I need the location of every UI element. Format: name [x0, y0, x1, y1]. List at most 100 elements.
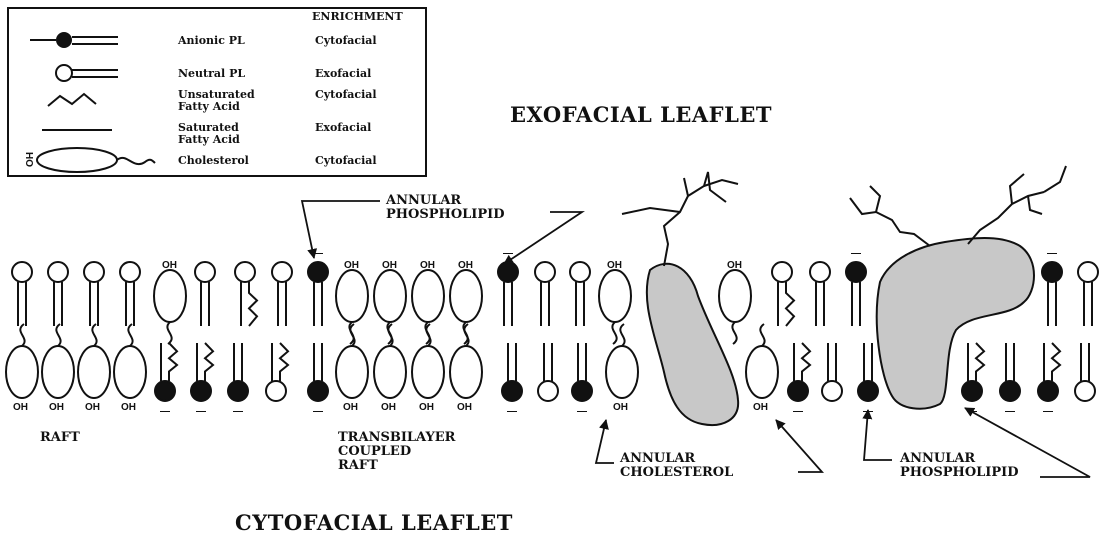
neutral-phospholipid: [1078, 262, 1098, 326]
legend: ENRICHMENT Anionic PL Cytofacial Neutral…: [8, 8, 426, 176]
neutral-phospholipid: [570, 262, 590, 326]
svg-text:TRANSBILAYER: TRANSBILAYER: [338, 430, 456, 445]
oh-label: OH: [13, 402, 28, 413]
lipid-bilayer: OH — OH OH OH OH — OH OH — — OH OH OH OH — — — — OH OH OH OH — —…: [6, 166, 1098, 425]
oh-label: OH: [607, 260, 622, 271]
cholesterol: [154, 270, 186, 344]
oh-label: OH: [613, 402, 628, 413]
anionic-phospholipid: [846, 262, 866, 326]
oh-label: OH: [382, 260, 397, 271]
anionic-phospholipid: [858, 343, 878, 401]
svg-text:ANNULAR: ANNULAR: [899, 451, 975, 466]
oh-label: OH: [343, 402, 358, 413]
legend-name-anionic: Anionic PL: [177, 34, 245, 47]
svg-text:PHOSPHOLIPID: PHOSPHOLIPID: [900, 465, 1019, 480]
oh-label: OH: [457, 402, 472, 413]
cholesterol: [450, 324, 482, 398]
neutral-phospholipid: [235, 262, 257, 326]
oh-label: OH: [419, 402, 434, 413]
annular-phospholipid-arrow-right: [504, 212, 582, 264]
charge-label: —: [1043, 406, 1053, 417]
cholesterol: [42, 324, 74, 398]
legend-enrichment-anionic: Cytofacial: [315, 34, 377, 47]
legend-enrichment-unsaturated: Cytofacial: [315, 88, 377, 101]
anionic-phospholipid: [308, 343, 328, 401]
anionic-phospholipid: [191, 343, 213, 401]
charge-label: —: [507, 406, 517, 417]
annular-cholesterol-label: ANNULAR CHOLESTEROL: [619, 451, 733, 480]
charge-label: —: [577, 406, 587, 417]
oh-label: OH: [727, 260, 742, 271]
oh-label: OH: [753, 402, 768, 413]
legend-enrichment-saturated: Exofacial: [315, 121, 371, 134]
cholesterol: [336, 324, 368, 398]
glycan-chain-left: [664, 172, 726, 266]
exofacial-leaflet-title: EXOFACIAL LEAFLET: [510, 102, 772, 127]
charge-label: —: [1005, 406, 1015, 417]
legend-name-unsaturated-2: Fatty Acid: [178, 100, 240, 113]
svg-text:CHOLESTEROL: CHOLESTEROL: [620, 465, 733, 480]
charge-label: —: [196, 406, 206, 417]
annular-cholesterol-arrow-right: [776, 420, 822, 472]
cholesterol: [374, 324, 406, 398]
oh-label: OH: [85, 402, 100, 413]
annular-phospholipid-arrow-bottom-left: [864, 410, 892, 460]
neutral-phospholipid: [266, 343, 288, 401]
oh-label: OH: [162, 260, 177, 271]
anionic-phospholipid: [155, 343, 177, 401]
glycan-branch: [1044, 166, 1066, 192]
anionic-phospholipid: [228, 343, 248, 401]
oh-label: OH: [121, 402, 136, 413]
anionic-phospholipid: [502, 343, 522, 401]
charge-label: —: [233, 406, 243, 417]
charge-label: —: [160, 406, 170, 417]
cholesterol: [719, 270, 751, 344]
neutral-phospholipid: [1075, 343, 1095, 401]
svg-text:RAFT: RAFT: [338, 458, 378, 473]
anionic-phospholipid: [572, 343, 592, 401]
svg-text:ANNULAR: ANNULAR: [385, 193, 461, 208]
legend-enrichment-cholesterol: Cytofacial: [315, 154, 377, 167]
anionic-phospholipid: [1038, 343, 1060, 401]
anionic-phospholipid: [962, 343, 984, 401]
annular-phospholipid-bottom-label: ANNULAR PHOSPHOLIPID: [899, 451, 1019, 480]
glycan-branch: [684, 178, 688, 196]
neutral-phospholipid: [822, 343, 842, 401]
oh-label: OH: [458, 260, 473, 271]
cholesterol: [746, 324, 778, 398]
svg-text:PHOSPHOLIPID: PHOSPHOLIPID: [386, 207, 505, 222]
oh-label: OH: [381, 402, 396, 413]
charge-label: —: [851, 248, 861, 259]
annular-phospholipid-top-label: ANNULAR PHOSPHOLIPID: [385, 193, 505, 222]
neutral-phospholipid: [772, 262, 794, 326]
cytofacial-leaflet-title: CYTOFACIAL LEAFLET: [235, 510, 513, 535]
charge-label: —: [1047, 248, 1057, 259]
anionic-phospholipid: [1000, 343, 1020, 401]
glycan-chain-right-2: [850, 198, 930, 246]
anionic-phospholipid: [1042, 262, 1062, 326]
charge-label: —: [793, 406, 803, 417]
cholesterol: [78, 324, 110, 398]
cholesterol: [599, 270, 631, 344]
charge-label: —: [863, 406, 873, 417]
transbilayer-raft-label: TRANSBILAYER COUPLED RAFT: [338, 430, 456, 473]
neutral-phospholipid: [195, 262, 215, 326]
anionic-phospholipid: [498, 262, 518, 326]
oh-label: OH: [344, 260, 359, 271]
legend-name-cholesterol: Cholesterol: [178, 154, 249, 167]
legend-name-saturated-2: Fatty Acid: [178, 133, 240, 146]
anionic-phospholipid: [788, 343, 810, 401]
glycan-branch: [1028, 196, 1042, 214]
raft-label: RAFT: [40, 430, 80, 445]
svg-text:ANNULAR: ANNULAR: [619, 451, 695, 466]
cholesterol: [114, 324, 146, 398]
cholesterol: [6, 324, 38, 398]
charge-label: —: [503, 248, 513, 259]
charge-label: —: [313, 406, 323, 417]
neutral-phospholipid: [48, 262, 68, 326]
annular-cholesterol-arrow-left: [596, 420, 614, 463]
legend-name-neutral: Neutral PL: [178, 67, 245, 80]
neutral-phospholipid: [120, 262, 140, 326]
neutral-phospholipid: [535, 262, 555, 326]
